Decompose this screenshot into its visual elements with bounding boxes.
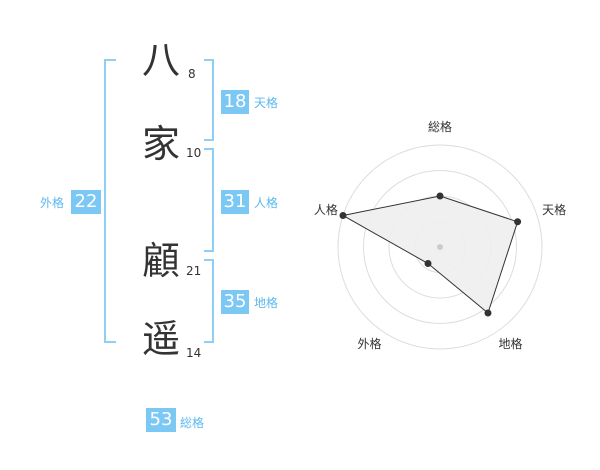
chikaku-label: 地格 [254, 296, 279, 310]
radar-ring [337, 144, 543, 350]
radar-center [437, 244, 443, 250]
radar-axis-label-2: 天格 [542, 202, 566, 217]
soukaku-label: 総格 [180, 416, 205, 430]
stroke-count-3: 21 [186, 264, 202, 278]
jinkaku-label: 人格 [254, 196, 279, 210]
soukaku-value: 53 [146, 408, 176, 432]
stroke-count-2: 10 [186, 146, 202, 160]
name-char-4: 遥 [142, 317, 181, 361]
radar-axis-label-5: 人格 [314, 202, 338, 217]
radar-axis-label-1: 総格 [428, 119, 452, 134]
jinkaku-bracket [204, 148, 214, 252]
tenkaku-value: 18 [221, 90, 249, 114]
radar-ring [363, 170, 517, 324]
radar-point-1 [436, 192, 444, 200]
gaikaku-value: 22 [71, 190, 101, 214]
name-char-1: 八 [142, 38, 181, 82]
radar-point-4 [424, 260, 432, 268]
radar-area [341, 195, 519, 314]
radar-point-2 [514, 218, 522, 226]
stroke-count-4: 14 [186, 346, 202, 360]
name-char-2: 家 [142, 122, 181, 166]
radar-point-3 [484, 309, 492, 317]
tenkaku-label: 天格 [254, 96, 279, 110]
gaikaku-label: 外格 [40, 196, 65, 210]
stroke-count-1: 8 [188, 67, 196, 81]
outer-bracket [104, 59, 116, 343]
radar-axis-label-4: 外格 [357, 336, 381, 351]
radar-point-5 [339, 211, 347, 219]
chikaku-value: 35 [221, 290, 249, 314]
name-char-3: 顧 [142, 239, 181, 283]
chikaku-bracket [204, 259, 214, 343]
jinkaku-value: 31 [221, 190, 249, 214]
tenkaku-bracket [204, 59, 214, 141]
radar-axis-label-3: 地格 [499, 336, 523, 351]
